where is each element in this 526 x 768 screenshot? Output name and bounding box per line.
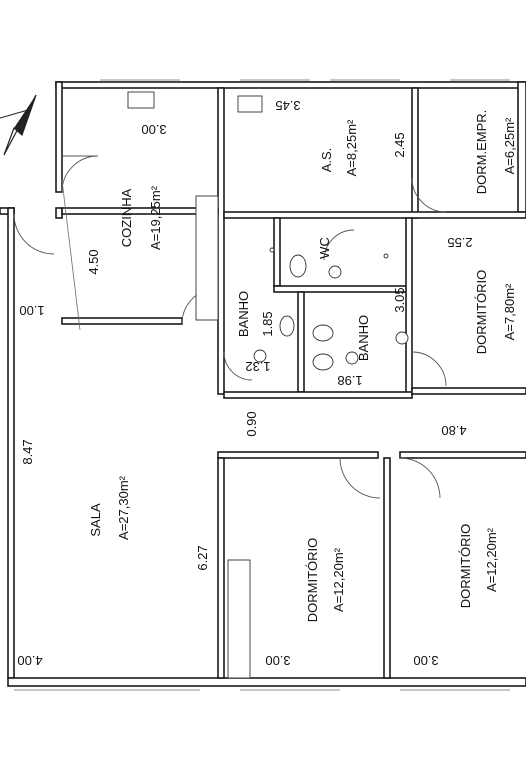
shower-drain-2-icon	[345, 351, 359, 365]
room-as-area: A=8,25m²	[344, 119, 359, 176]
toilet-icon	[289, 254, 307, 278]
dim-185: 1.85	[260, 311, 275, 336]
dim-300-top: 3.00	[141, 122, 166, 137]
fixtures	[61, 91, 409, 679]
bidet-2-icon	[312, 324, 334, 342]
dim-245: 2.45	[392, 132, 407, 157]
dim-400: 4.00	[17, 653, 42, 668]
wardrobe-icon	[227, 559, 251, 679]
laundry-sink-icon	[237, 95, 263, 113]
room-wc-name: WC	[317, 237, 332, 259]
bidet-icon	[279, 315, 295, 337]
room-sala-area: A=27,30m²	[116, 475, 131, 540]
dim-198: 1.98	[337, 373, 362, 388]
dim-132: 1.32	[245, 359, 270, 374]
kitchen-counter-icon	[195, 195, 219, 321]
room-cozinha-name: COZINHA	[119, 188, 134, 247]
dim-480: 4.80	[441, 423, 466, 438]
wc-basin-icon	[328, 265, 342, 279]
room-as-name: A.S.	[319, 148, 334, 173]
shower-drain-icon	[253, 349, 267, 363]
windows	[14, 79, 510, 691]
kitchen-sink-icon	[127, 91, 155, 109]
dim-345: 3.45	[275, 98, 300, 113]
room-banho1-name: BANHO	[236, 291, 251, 337]
dim-300-a: 3.00	[265, 653, 290, 668]
room-dormitorio1-area: A=7,80m²	[502, 283, 517, 340]
dim-305: 3.05	[392, 287, 407, 312]
doors	[13, 155, 447, 499]
sink-icon	[395, 331, 409, 345]
dimension-labels: 3.00 3.45 1.00 2.55 1.32 1.98 4.80 4.00 …	[17, 98, 472, 668]
dim-847: 8.47	[20, 439, 35, 464]
room-cozinha-area: A=19,25m²	[148, 185, 163, 250]
dim-100: 1.00	[19, 303, 44, 318]
interior-walls	[61, 87, 526, 679]
room-dormitorio3-area: A=12,20m²	[484, 527, 499, 592]
dim-255: 2.55	[447, 235, 472, 250]
north-arrow-icon	[0, 94, 37, 156]
room-dorm-empr-name: DORM.EMPR.	[474, 110, 489, 195]
room-sala-name: SALA	[88, 503, 103, 537]
dim-300-b: 3.00	[413, 653, 438, 668]
room-dorm-empr-area: A=6,25m²	[502, 117, 517, 174]
room-labels: COZINHA A=19,25m² A.S. A=8,25m² DORM.EMP…	[88, 110, 517, 623]
outer-walls	[0, 81, 526, 687]
room-dormitorio2-area: A=12,20m²	[331, 547, 346, 612]
dim-450: 4.50	[86, 249, 101, 274]
room-dormitorio2-name: DORMITÓRIO	[305, 538, 320, 623]
dim-627: 6.27	[195, 545, 210, 570]
toilet-2-icon	[312, 353, 334, 371]
room-dormitorio3-name: DORMITÓRIO	[458, 524, 473, 609]
room-banho2-name: BANHO	[356, 315, 371, 361]
room-dormitorio1-name: DORMITÓRIO	[474, 270, 489, 355]
dim-090: 0.90	[244, 411, 259, 436]
